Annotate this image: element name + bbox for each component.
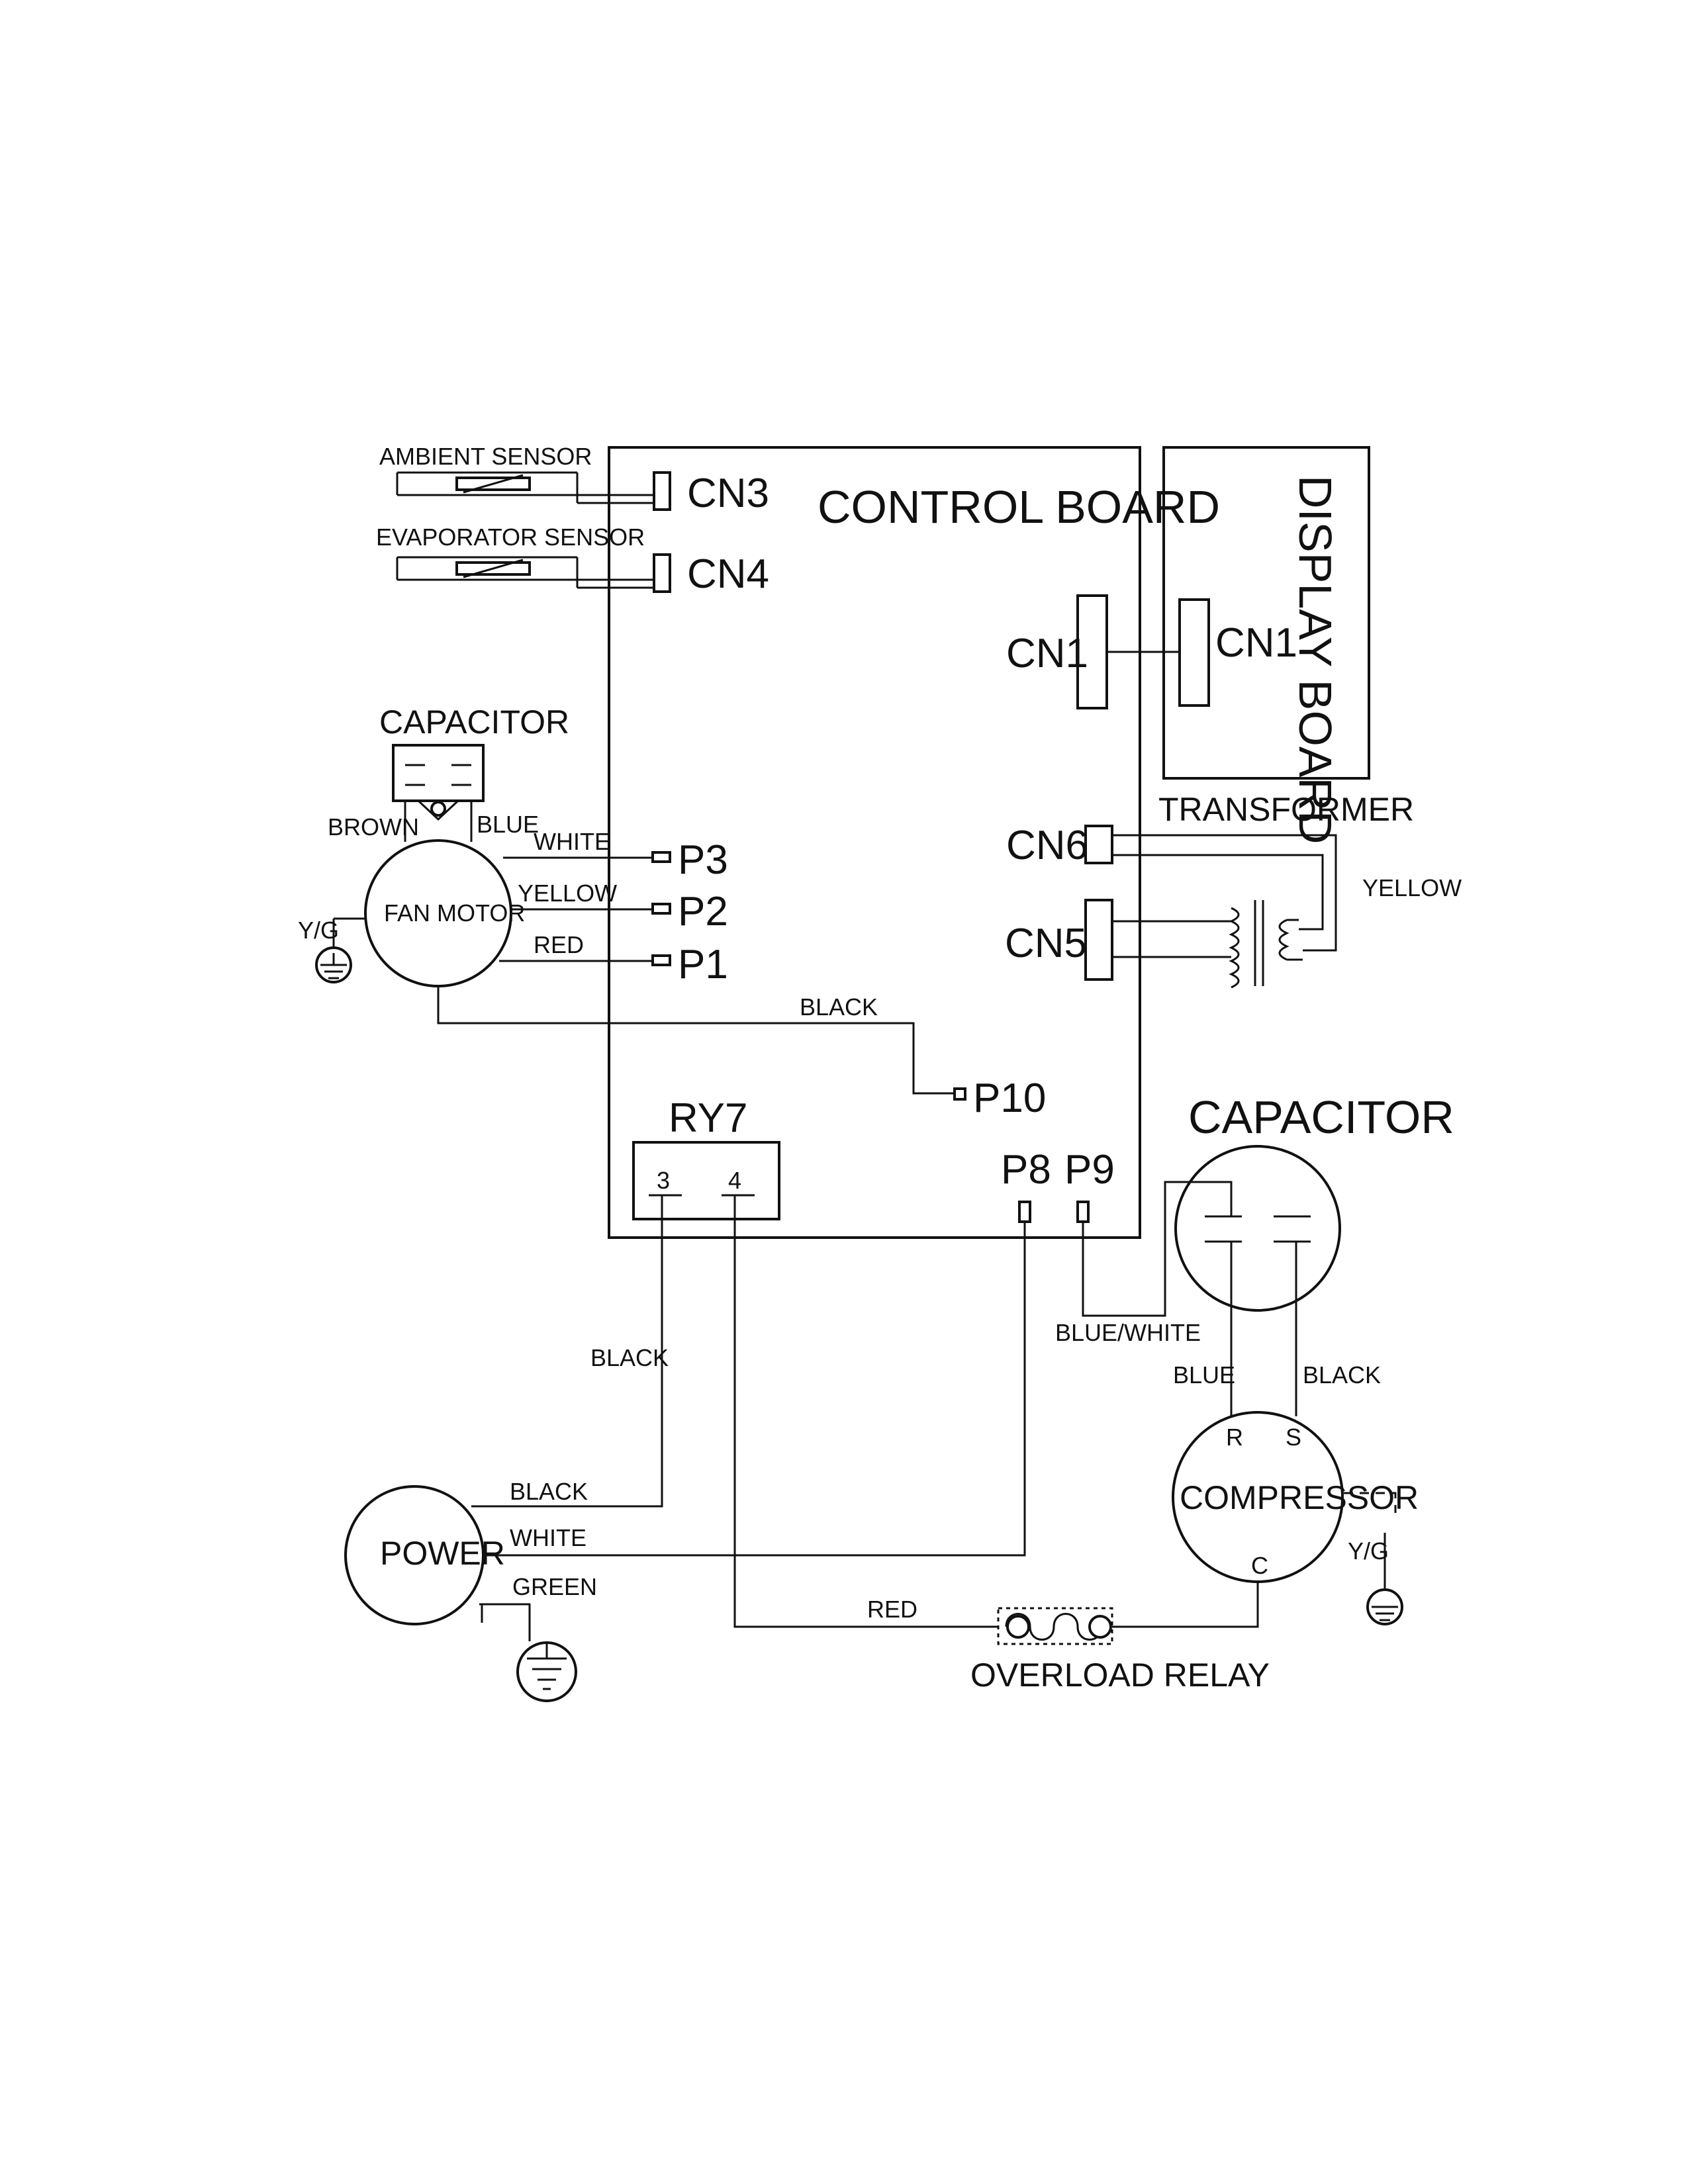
transformer bbox=[1112, 900, 1303, 989]
wire-label-yellow-fan: YELLOW bbox=[518, 880, 617, 907]
relay-box bbox=[632, 1141, 780, 1220]
p2-terminal bbox=[651, 903, 671, 915]
p9-terminal bbox=[1076, 1201, 1090, 1223]
power-label: POWER bbox=[380, 1535, 505, 1572]
wire-label-red-fan: RED bbox=[534, 931, 584, 958]
terminal-s: S bbox=[1286, 1424, 1301, 1451]
overload-relay-label: OVERLOAD RELAY bbox=[970, 1657, 1270, 1694]
p8-terminal bbox=[1018, 1201, 1031, 1223]
wire-green-power bbox=[479, 1603, 531, 1641]
wire-red-power bbox=[733, 1195, 998, 1628]
p10-label: P10 bbox=[973, 1075, 1046, 1121]
p3-label: P3 bbox=[678, 837, 728, 883]
display-board-title: DISPLAY BOARD bbox=[1289, 475, 1341, 844]
wire-black-power bbox=[471, 1195, 663, 1508]
fan-capacitor bbox=[392, 744, 485, 802]
cn4-connector bbox=[653, 553, 671, 593]
cn6-label: CN6 bbox=[1006, 823, 1088, 868]
evaporator-sensor: EVAPORATOR SENSOR bbox=[376, 523, 654, 589]
evaporator-sensor-label: EVAPORATOR SENSOR bbox=[376, 523, 645, 551]
cn1-control-label: CN1 bbox=[1006, 631, 1088, 676]
control-board-title: CONTROL BOARD bbox=[818, 481, 1220, 533]
transformer-label: TRANSFORMER bbox=[1158, 791, 1414, 828]
ambient-sensor: AMBIENT SENSOR bbox=[379, 443, 654, 504]
p3-terminal bbox=[651, 851, 671, 863]
capacitor-right-label: CAPACITOR bbox=[1188, 1091, 1454, 1143]
relay-label: RY7 bbox=[669, 1095, 748, 1141]
relay-pin-3: 3 bbox=[657, 1167, 670, 1194]
cn4-label: CN4 bbox=[687, 551, 769, 597]
relay-pin-4: 4 bbox=[728, 1167, 741, 1194]
terminal-r: R bbox=[1226, 1424, 1243, 1451]
wire-yg-compressor bbox=[1344, 1492, 1397, 1513]
wire-label-blue-fan: BLUE bbox=[477, 811, 539, 838]
wire-label-black-fan: BLACK bbox=[800, 993, 878, 1021]
cn1-display-label: CN1 bbox=[1215, 620, 1297, 666]
wire-label-yg-fan: Y/G bbox=[298, 917, 339, 944]
wire-label-green-power: GREEN bbox=[512, 1573, 597, 1600]
run-capacitor bbox=[1174, 1145, 1341, 1312]
cn1-display-connector bbox=[1178, 598, 1210, 707]
wire-label-blue-compressor: BLUE bbox=[1173, 1361, 1235, 1388]
p10-terminal bbox=[953, 1087, 966, 1101]
wire-label-yg-compressor: Y/G bbox=[1348, 1537, 1389, 1565]
control-board-box bbox=[608, 446, 1141, 1239]
wire-black-fan bbox=[437, 986, 955, 1095]
wire-cn6-top bbox=[1112, 834, 1337, 952]
wire-label-yellow-transformer: YELLOW bbox=[1362, 874, 1462, 901]
p9-label: P9 bbox=[1064, 1147, 1115, 1193]
wire-label-brown: BROWN bbox=[328, 813, 419, 841]
overload-relay bbox=[997, 1607, 1113, 1645]
p2-label: P2 bbox=[678, 889, 728, 934]
wire-label-black-compressor: BLACK bbox=[1303, 1361, 1381, 1388]
compressor-label: COMPRESSOR bbox=[1180, 1479, 1419, 1516]
wire-label-red-power: RED bbox=[867, 1596, 917, 1623]
cn1-control-connector bbox=[1076, 594, 1108, 709]
cn3-connector bbox=[653, 471, 671, 511]
wire-label-black-relay: BLACK bbox=[590, 1344, 669, 1371]
display-board-box bbox=[1162, 446, 1370, 780]
terminal-c: C bbox=[1251, 1552, 1268, 1579]
ambient-sensor-label: AMBIENT SENSOR bbox=[379, 443, 592, 470]
cn3-label: CN3 bbox=[687, 471, 769, 516]
wire-label-white-fan: WHITE bbox=[534, 828, 610, 855]
wire-label-black-power: BLACK bbox=[510, 1478, 588, 1505]
p8-label: P8 bbox=[1001, 1147, 1051, 1193]
wire-red-compressor bbox=[1112, 1582, 1259, 1628]
cn5-connector bbox=[1084, 899, 1113, 981]
fan-motor-label: FAN MOTOR bbox=[384, 899, 525, 927]
wire-label-white-power: WHITE bbox=[510, 1524, 586, 1551]
capacitor-top-label: CAPACITOR bbox=[379, 704, 569, 741]
wire-white-power bbox=[482, 1222, 1026, 1557]
p1-terminal bbox=[651, 954, 671, 966]
wire-label-blue-white: BLUE/WHITE bbox=[1055, 1319, 1201, 1346]
cn6-connector bbox=[1084, 825, 1113, 864]
cn5-label: CN5 bbox=[1005, 921, 1087, 966]
wire-cn6-bottom bbox=[1112, 854, 1324, 931]
p1-label: P1 bbox=[678, 942, 728, 987]
